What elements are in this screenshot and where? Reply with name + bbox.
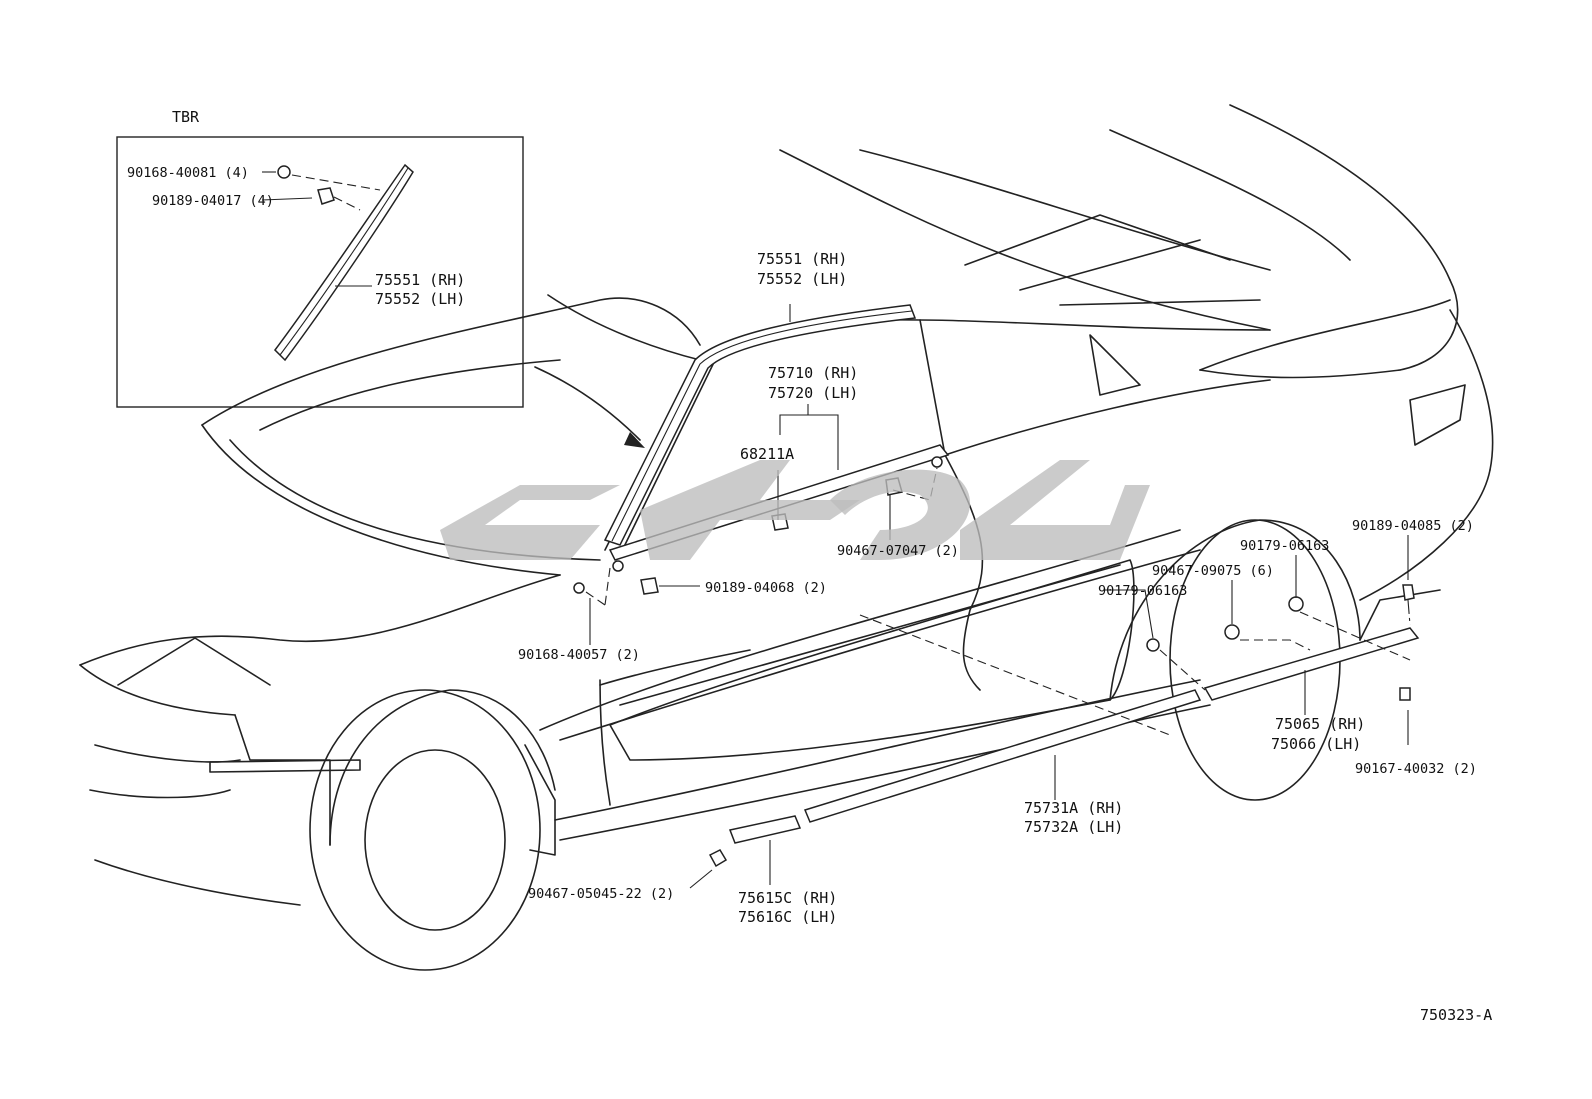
rocker-molding-75731A <box>803 689 1202 823</box>
inset-label-90168-40081: 90168-40081 (4) <box>127 165 249 181</box>
inset-molding-75551 <box>274 163 414 362</box>
watermark-logo <box>440 460 1150 560</box>
label-75710: 75710 (RH) <box>768 364 858 382</box>
front-molding-75615C <box>728 815 802 844</box>
inset-frame <box>116 136 524 408</box>
screw-90467-05045 <box>708 849 728 868</box>
screw-icon-2 <box>931 456 943 468</box>
label-75616C: 75616C (LH) <box>738 908 837 926</box>
label-90467-05045-22: 90467-05045-22 (2) <box>528 886 674 902</box>
inset-label-75551: 75551 (RH) <box>375 271 465 289</box>
inset-clip-icon <box>317 187 335 205</box>
label-90467-09075: 90467-09075 (6) <box>1152 563 1274 579</box>
car-body-outline <box>79 104 1494 971</box>
label-75065: 75065 (RH) <box>1275 715 1365 733</box>
screw-90167-40032 <box>1399 687 1411 701</box>
label-90467-07047: 90467-07047 (2) <box>837 543 959 559</box>
label-90189-04068: 90189-04068 (2) <box>705 580 827 596</box>
inset-label-90189-04017: 90189-04017 (4) <box>152 193 274 209</box>
inset-label-75552: 75552 (LH) <box>375 290 465 308</box>
label-75615C: 75615C (RH) <box>738 889 837 907</box>
clip-90189-04085 <box>1402 584 1415 601</box>
label-75552: 75552 (LH) <box>757 270 847 288</box>
clip-90179-06163-a <box>1146 638 1160 652</box>
figure-code: 750323-A <box>1420 1006 1492 1024</box>
inset-pointer-arrow <box>534 366 641 441</box>
arrowhead-icon <box>624 432 645 448</box>
part-labels: 75551 (RH) 75552 (LH) 75710 (RH) 75720 (… <box>518 250 1492 1024</box>
label-75551: 75551 (RH) <box>757 250 847 268</box>
windshield-molding-75551 <box>603 304 917 546</box>
label-90179-06163-top: 90179-06163 <box>1240 538 1329 554</box>
label-90167-40032: 90167-40032 (2) <box>1355 761 1477 777</box>
label-75066: 75066 (LH) <box>1271 735 1361 753</box>
label-90189-04085: 90189-04085 (2) <box>1352 518 1474 534</box>
parts-lower <box>689 535 1420 889</box>
label-75731A: 75731A (RH) <box>1024 799 1123 817</box>
clip-90467-09075 <box>1224 624 1240 640</box>
label-75720: 75720 (LH) <box>768 384 858 402</box>
clip-90179-06163-b <box>1288 596 1304 612</box>
inset-screw-icon <box>277 165 291 179</box>
label-75732A: 75732A (LH) <box>1024 818 1123 836</box>
inset-title: TBR <box>172 108 200 126</box>
screw-icon <box>612 560 624 572</box>
label-90168-40057: 90168-40057 (2) <box>518 647 640 663</box>
label-90179-06163: 90179-06163 <box>1098 583 1187 599</box>
label-68211A: 68211A <box>740 445 794 463</box>
clip-90189-04068 <box>640 577 659 595</box>
screw-90168-40057 <box>573 582 585 594</box>
rear-molding-75065 <box>1203 627 1420 701</box>
inset-panel: TBR 90168-40081 (4) 90189-04017 (4) 7555… <box>116 108 524 408</box>
